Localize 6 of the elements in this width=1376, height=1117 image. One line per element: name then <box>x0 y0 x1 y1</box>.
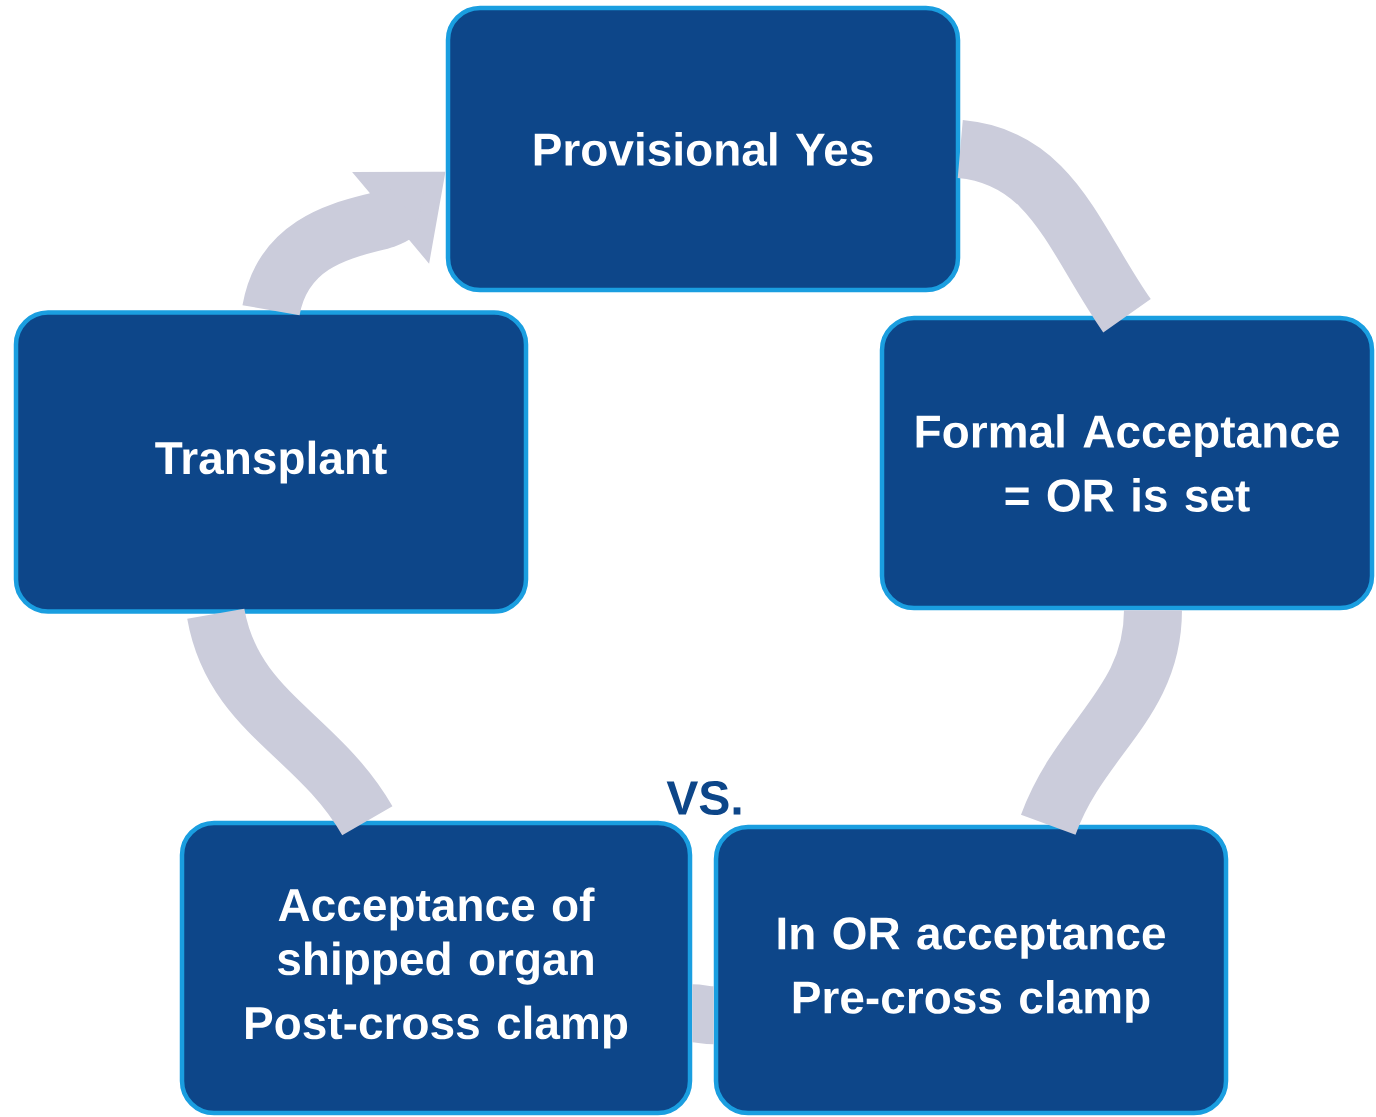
process-box: In OR acceptance Pre-cross clamp <box>713 824 1229 1116</box>
process-box: Transplant <box>13 310 529 614</box>
process-box: Acceptance of shipped organ Post-cross clamp <box>179 820 693 1116</box>
label-text: VS. <box>666 781 741 815</box>
process-box: Provisional Yes <box>445 5 961 293</box>
process-box: Formal Acceptance = OR is set <box>879 315 1375 611</box>
